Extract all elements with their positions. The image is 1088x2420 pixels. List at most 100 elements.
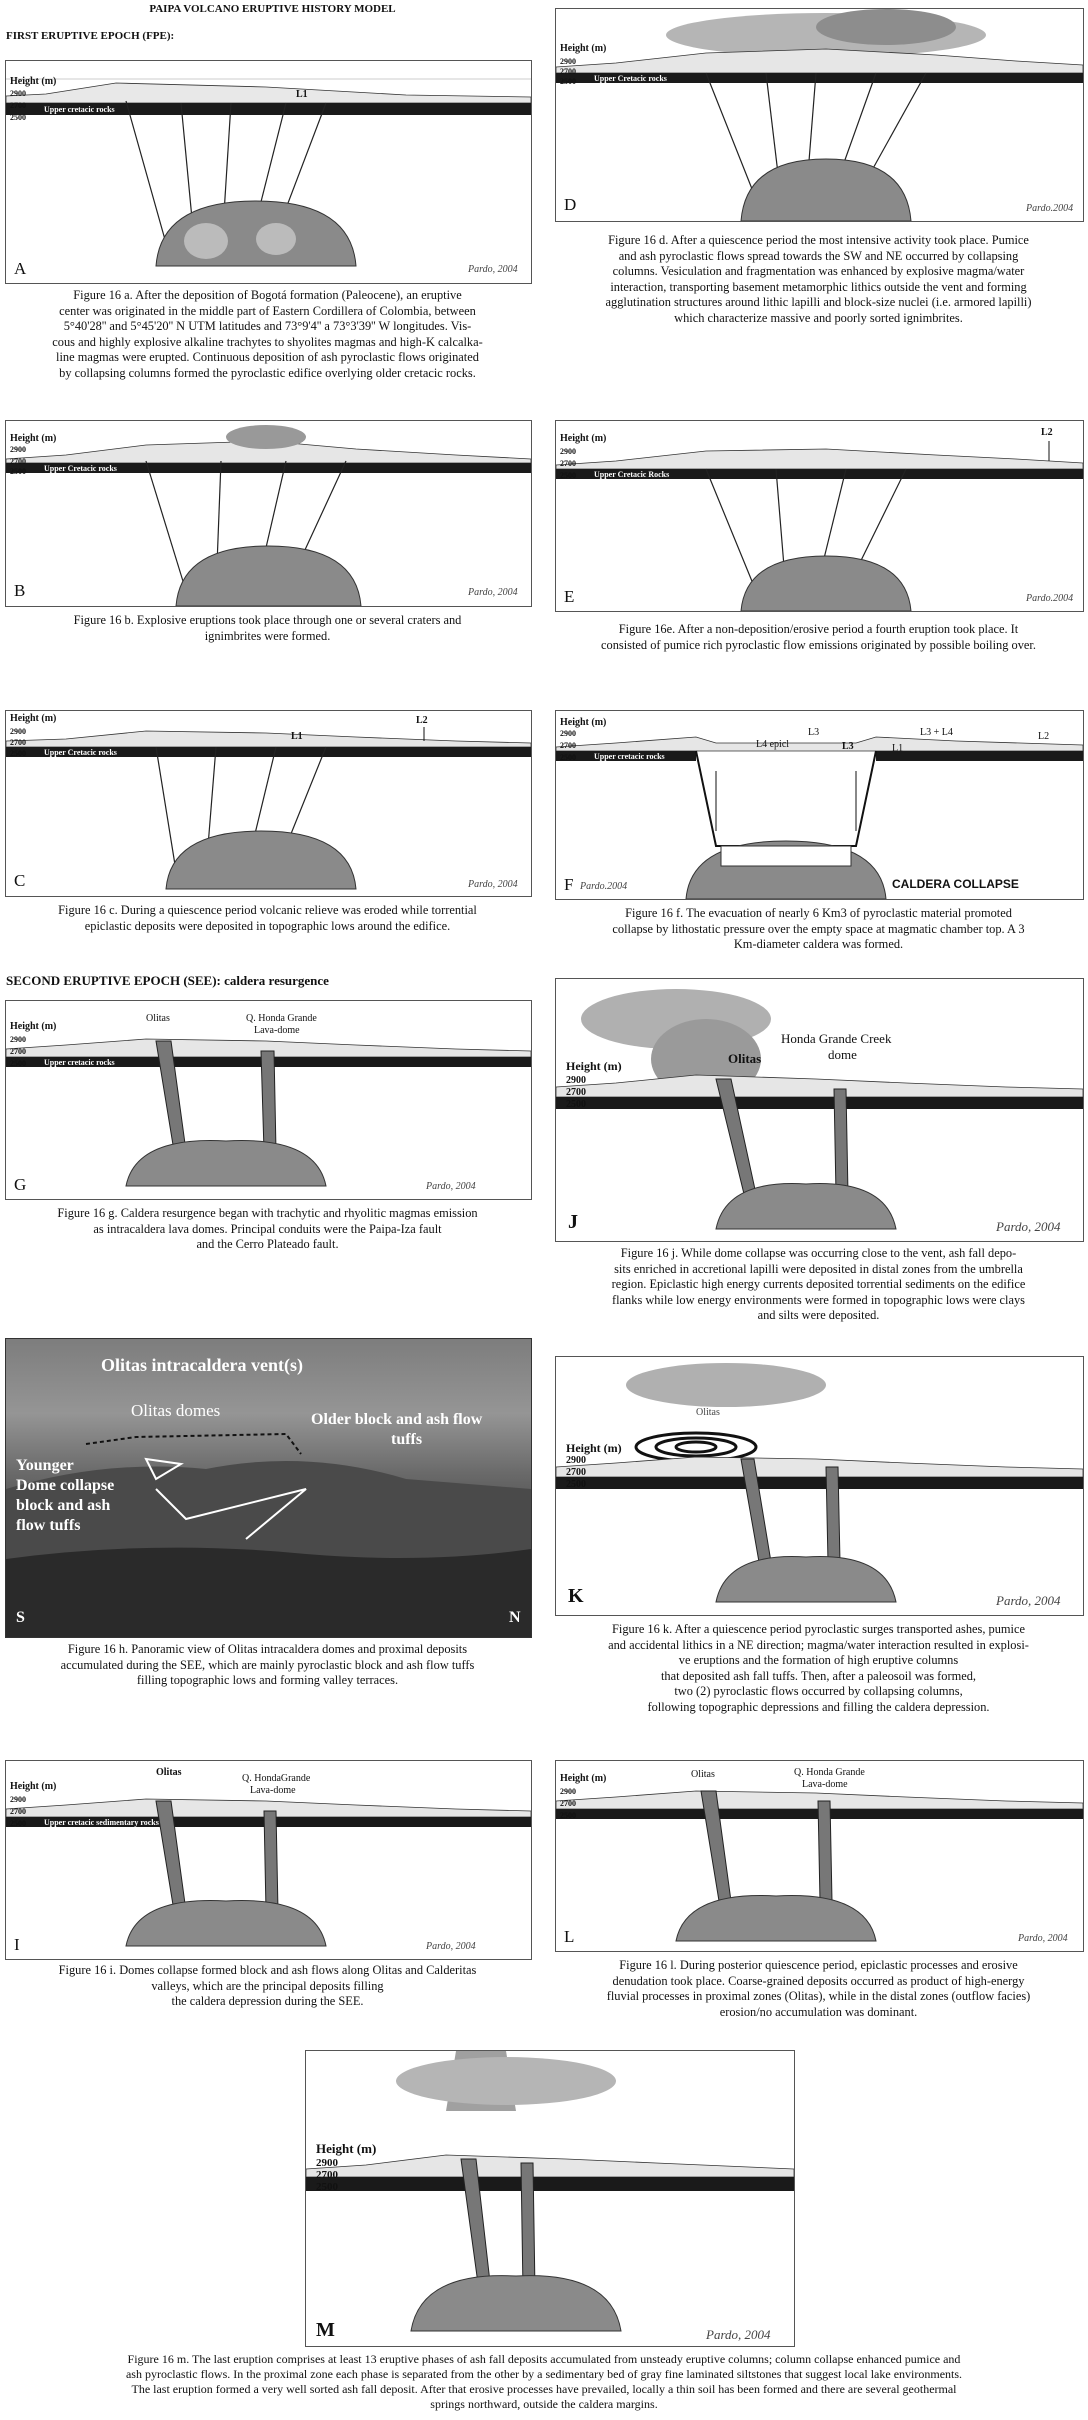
- olitas-label: Olitas: [728, 1051, 762, 1066]
- olitas-label: Olitas: [696, 1407, 720, 1418]
- caption-d: Figure 16 d. After a quiescence period t…: [605, 233, 1032, 325]
- tick-2900: 2900: [10, 89, 26, 98]
- tick-2500: 2500: [560, 77, 576, 86]
- older-flow-label: Older block and ash flow: [311, 1411, 483, 1428]
- panel-letter: I: [14, 1935, 20, 1954]
- panel-l: Height (m) 2900 2700 2500 Olitas Q. Hond…: [555, 1760, 1084, 1952]
- rock-label: Upper Cretacic rocks: [594, 74, 667, 83]
- tick-2500: 2500: [560, 753, 576, 762]
- olitas-label: Olitas: [691, 1769, 715, 1780]
- panel-letter: M: [316, 2319, 335, 2341]
- height-label: Height (m): [560, 433, 607, 444]
- tick-2900: 2900: [10, 1795, 26, 1804]
- panel-letter: J: [568, 1211, 578, 1233]
- tick-2700: 2700: [566, 1087, 586, 1098]
- height-label: Height (m): [560, 717, 607, 728]
- rock-label: Upper cretacic sedimentary rocks: [44, 1818, 159, 1827]
- panel-credit: Pardo, 2004: [468, 264, 518, 275]
- l4-epicl-label: L4 epicl: [756, 739, 790, 750]
- younger-label-1: Younger: [16, 1457, 74, 1474]
- panel-m: Height (m) 2900 2700 2500 M Pardo, 2004: [305, 2050, 795, 2347]
- panel-credit: Pardo.2004: [1026, 593, 1074, 604]
- tick-2700: 2700: [10, 1047, 26, 1056]
- tick-2500: 2500: [566, 1099, 586, 1110]
- panel-credit: Pardo, 2004: [996, 1593, 1061, 1608]
- rock-label: Upper Cretacic rocks: [44, 464, 117, 473]
- panel-i: Height (m) 2900 2700 2500 Upper cretacic…: [5, 1760, 532, 1960]
- panel-letter: F: [564, 875, 574, 894]
- tick-2900: 2900: [560, 57, 576, 66]
- older-flow-label-2: tuffs: [391, 1431, 423, 1448]
- olitas-label: Olitas: [146, 1013, 170, 1024]
- younger-label-2: Dome collapse: [16, 1477, 115, 1494]
- rock-label: Upper cretacic rocks: [44, 105, 115, 114]
- l1-label: L1: [291, 731, 303, 742]
- panel-f: Height (m) 2900 2700 2500 Upper cretacic…: [555, 710, 1084, 900]
- lava-dome-label: Lava-dome: [254, 1025, 300, 1036]
- tick-2500: 2500: [560, 1811, 576, 1820]
- height-label: Height (m): [10, 433, 57, 444]
- photo-title: Olitas intracaldera vent(s): [101, 1355, 303, 1375]
- younger-label-3: block and ash: [16, 1497, 111, 1514]
- panel-j: Height (m) 2900 2700 2500 Olitas Honda G…: [555, 978, 1084, 1242]
- caption-h: Figure 16 h. Panoramic view of Olitas in…: [60, 1642, 475, 1688]
- panel-e: Height (m) 2900 2700 2500 Upper Cretacic…: [555, 420, 1084, 612]
- panel-b: Height (m) 2900 2700 2500 Upper Cretacic…: [5, 420, 532, 607]
- tick-2500: 2500: [316, 2181, 338, 2193]
- tick-2900: 2900: [316, 2157, 338, 2169]
- tick-2700: 2700: [10, 1807, 26, 1816]
- panel-credit: Pardo, 2004: [426, 1941, 476, 1952]
- tick-2500: 2500: [10, 113, 26, 122]
- tick-2900: 2900: [560, 1787, 576, 1796]
- l2-label: L2: [1038, 731, 1050, 742]
- l2-label: L2: [416, 715, 428, 726]
- height-label: Height (m): [10, 713, 57, 724]
- tick-2700: 2700: [10, 101, 26, 110]
- tick-2900: 2900: [566, 1075, 586, 1086]
- honda-grande-label: Honda Grande Creek: [781, 1031, 892, 1046]
- panel-letter: D: [564, 195, 577, 214]
- tick-2900: 2900: [10, 727, 26, 736]
- panel-letter: A: [14, 259, 27, 278]
- panel-a: Height (m) 2900 2700 2500 Upper cretacic…: [5, 60, 532, 284]
- tick-2500: 2500: [560, 471, 576, 480]
- panel-letter: E: [564, 587, 575, 606]
- panel-g: Height (m) 2900 2700 2500 Upper cretacic…: [5, 1000, 532, 1200]
- tick-2500: 2500: [10, 467, 26, 476]
- panel-credit: Pardo, 2004: [468, 879, 518, 890]
- panel-credit: Pardo, 2004: [1018, 1933, 1068, 1944]
- panel-letter: K: [568, 1585, 584, 1607]
- l3-l4-label: L3 + L4: [920, 727, 953, 738]
- panel-credit: Pardo.2004: [580, 881, 628, 892]
- olitas-label: Olitas: [156, 1767, 182, 1778]
- honda-grande-label: Q. Honda Grande: [794, 1767, 865, 1778]
- height-label: Height (m): [560, 43, 607, 54]
- tick-2700: 2700: [10, 738, 26, 747]
- caption-i: Figure 16 i. Domes collapse formed block…: [58, 1963, 477, 2009]
- tick-2500: 2500: [566, 1479, 586, 1490]
- l3-label-a: L3: [808, 727, 820, 738]
- caption-k: Figure 16 k. After a quiescence period p…: [608, 1622, 1029, 1714]
- panel-credit: Pardo, 2004: [706, 2327, 771, 2342]
- l1-label: L1: [892, 743, 904, 754]
- l2-label: L2: [1041, 427, 1053, 438]
- tick-2700: 2700: [316, 2169, 338, 2181]
- page-title: PAIPA VOLCANO ERUPTIVE HISTORY MODEL: [149, 3, 396, 15]
- rock-label: Upper cretacic rocks: [594, 752, 665, 761]
- caption-m: Figure 16 m. The last eruption comprises…: [125, 2352, 963, 2411]
- rock-label: Upper cretacic rocks: [44, 1058, 115, 1067]
- panel-c: Height (m) 2900 2700 2500 Upper Cretacic…: [5, 710, 532, 897]
- tick-2900: 2900: [10, 445, 26, 454]
- dome-label: dome: [828, 1047, 857, 1062]
- height-label: Height (m): [560, 1773, 607, 1784]
- height-label: Height (m): [566, 1441, 622, 1455]
- height-label: Height (m): [10, 76, 57, 87]
- south-label: S: [16, 1609, 25, 1626]
- height-label: Height (m): [566, 1059, 622, 1073]
- epoch-one-heading: FIRST ERUPTIVE EPOCH (FPE):: [6, 30, 175, 42]
- panel-credit: Pardo, 2004: [468, 587, 518, 598]
- panel-letter: C: [14, 871, 26, 890]
- younger-label-4: flow tuffs: [16, 1517, 81, 1534]
- olitas-domes-label: Olitas domes: [131, 1401, 221, 1420]
- tick-2500: 2500: [10, 749, 26, 758]
